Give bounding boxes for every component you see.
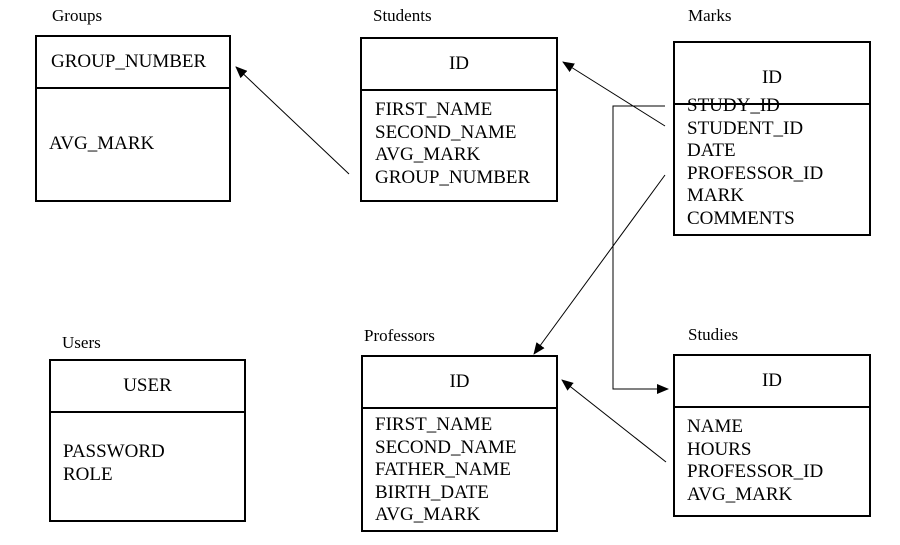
marks-field: MARK xyxy=(687,185,745,206)
studies-fields: NAME HOURS PROFESSOR_ID AVG_MARK xyxy=(675,416,869,506)
groups-title: Groups xyxy=(52,6,103,25)
professors-field: FATHER_NAME xyxy=(375,459,511,480)
studies-field: HOURS xyxy=(687,438,752,460)
professors-field: SECOND_NAME xyxy=(375,436,517,458)
studies-field: NAME xyxy=(687,416,743,437)
marks-fields: STUDY_ID STUDENT_ID DATE PROFESSOR_ID MA… xyxy=(675,95,869,230)
users-title: Users xyxy=(62,333,101,352)
studies-field: PROFESSOR_ID xyxy=(687,461,824,482)
students-key: ID xyxy=(362,39,556,91)
students-field: AVG_MARK xyxy=(375,144,481,165)
students-title: Students xyxy=(373,6,432,25)
marks-field: PROFESSOR_ID xyxy=(687,162,824,184)
students-field: FIRST_NAME xyxy=(375,99,493,120)
marks-to-studies-connector xyxy=(612,105,669,394)
students-fields: FIRST_NAME SECOND_NAME AVG_MARK GROUP_NU… xyxy=(362,99,556,189)
professors-field: AVG_MARK xyxy=(375,504,481,525)
marks-field: COMMENTS xyxy=(687,207,795,229)
users-table: USER PASSWORD ROLE xyxy=(49,359,246,522)
students-field: SECOND_NAME xyxy=(375,121,517,143)
groups-key: GROUP_NUMBER xyxy=(37,37,229,89)
students-field: GROUP_NUMBER xyxy=(375,166,531,188)
marks-field: STUDENT_ID xyxy=(687,117,804,139)
marks-to-students-arrow xyxy=(562,61,666,127)
students-table: ID FIRST_NAME SECOND_NAME AVG_MARK GROUP… xyxy=(360,37,558,202)
studies-to-professors-arrow xyxy=(561,379,667,463)
marks-key: ID xyxy=(675,43,869,105)
professors-field: FIRST_NAME xyxy=(375,414,493,435)
professors-fields: FIRST_NAME SECOND_NAME FATHER_NAME BIRTH… xyxy=(363,414,556,527)
groups-table: GROUP_NUMBER AVG_MARK xyxy=(35,35,231,202)
professors-field: BIRTH_DATE xyxy=(375,481,489,503)
studies-title: Studies xyxy=(688,325,739,344)
marks-to-professors-arrow xyxy=(533,174,666,355)
users-field: PASSWORD xyxy=(63,441,165,462)
students-to-groups-arrow xyxy=(235,66,350,175)
studies-field: AVG_MARK xyxy=(687,483,793,505)
studies-table: ID NAME HOURS PROFESSOR_ID AVG_MARK xyxy=(673,354,871,517)
studies-key: ID xyxy=(675,356,869,408)
marks-field: DATE xyxy=(687,140,736,161)
professors-table: ID FIRST_NAME SECOND_NAME FATHER_NAME BI… xyxy=(361,355,558,532)
marks-title: Marks xyxy=(688,6,732,25)
users-fields: PASSWORD ROLE xyxy=(51,441,244,486)
users-key: USER xyxy=(51,361,244,413)
professors-title: Professors xyxy=(364,326,435,345)
users-field: ROLE xyxy=(63,463,113,485)
groups-fields: AVG_MARK xyxy=(37,133,229,156)
marks-field: STUDY_ID xyxy=(687,95,780,116)
marks-table: ID STUDY_ID STUDENT_ID DATE PROFESSOR_ID… xyxy=(673,41,871,236)
professors-key: ID xyxy=(363,357,556,409)
groups-field: AVG_MARK xyxy=(49,133,155,154)
